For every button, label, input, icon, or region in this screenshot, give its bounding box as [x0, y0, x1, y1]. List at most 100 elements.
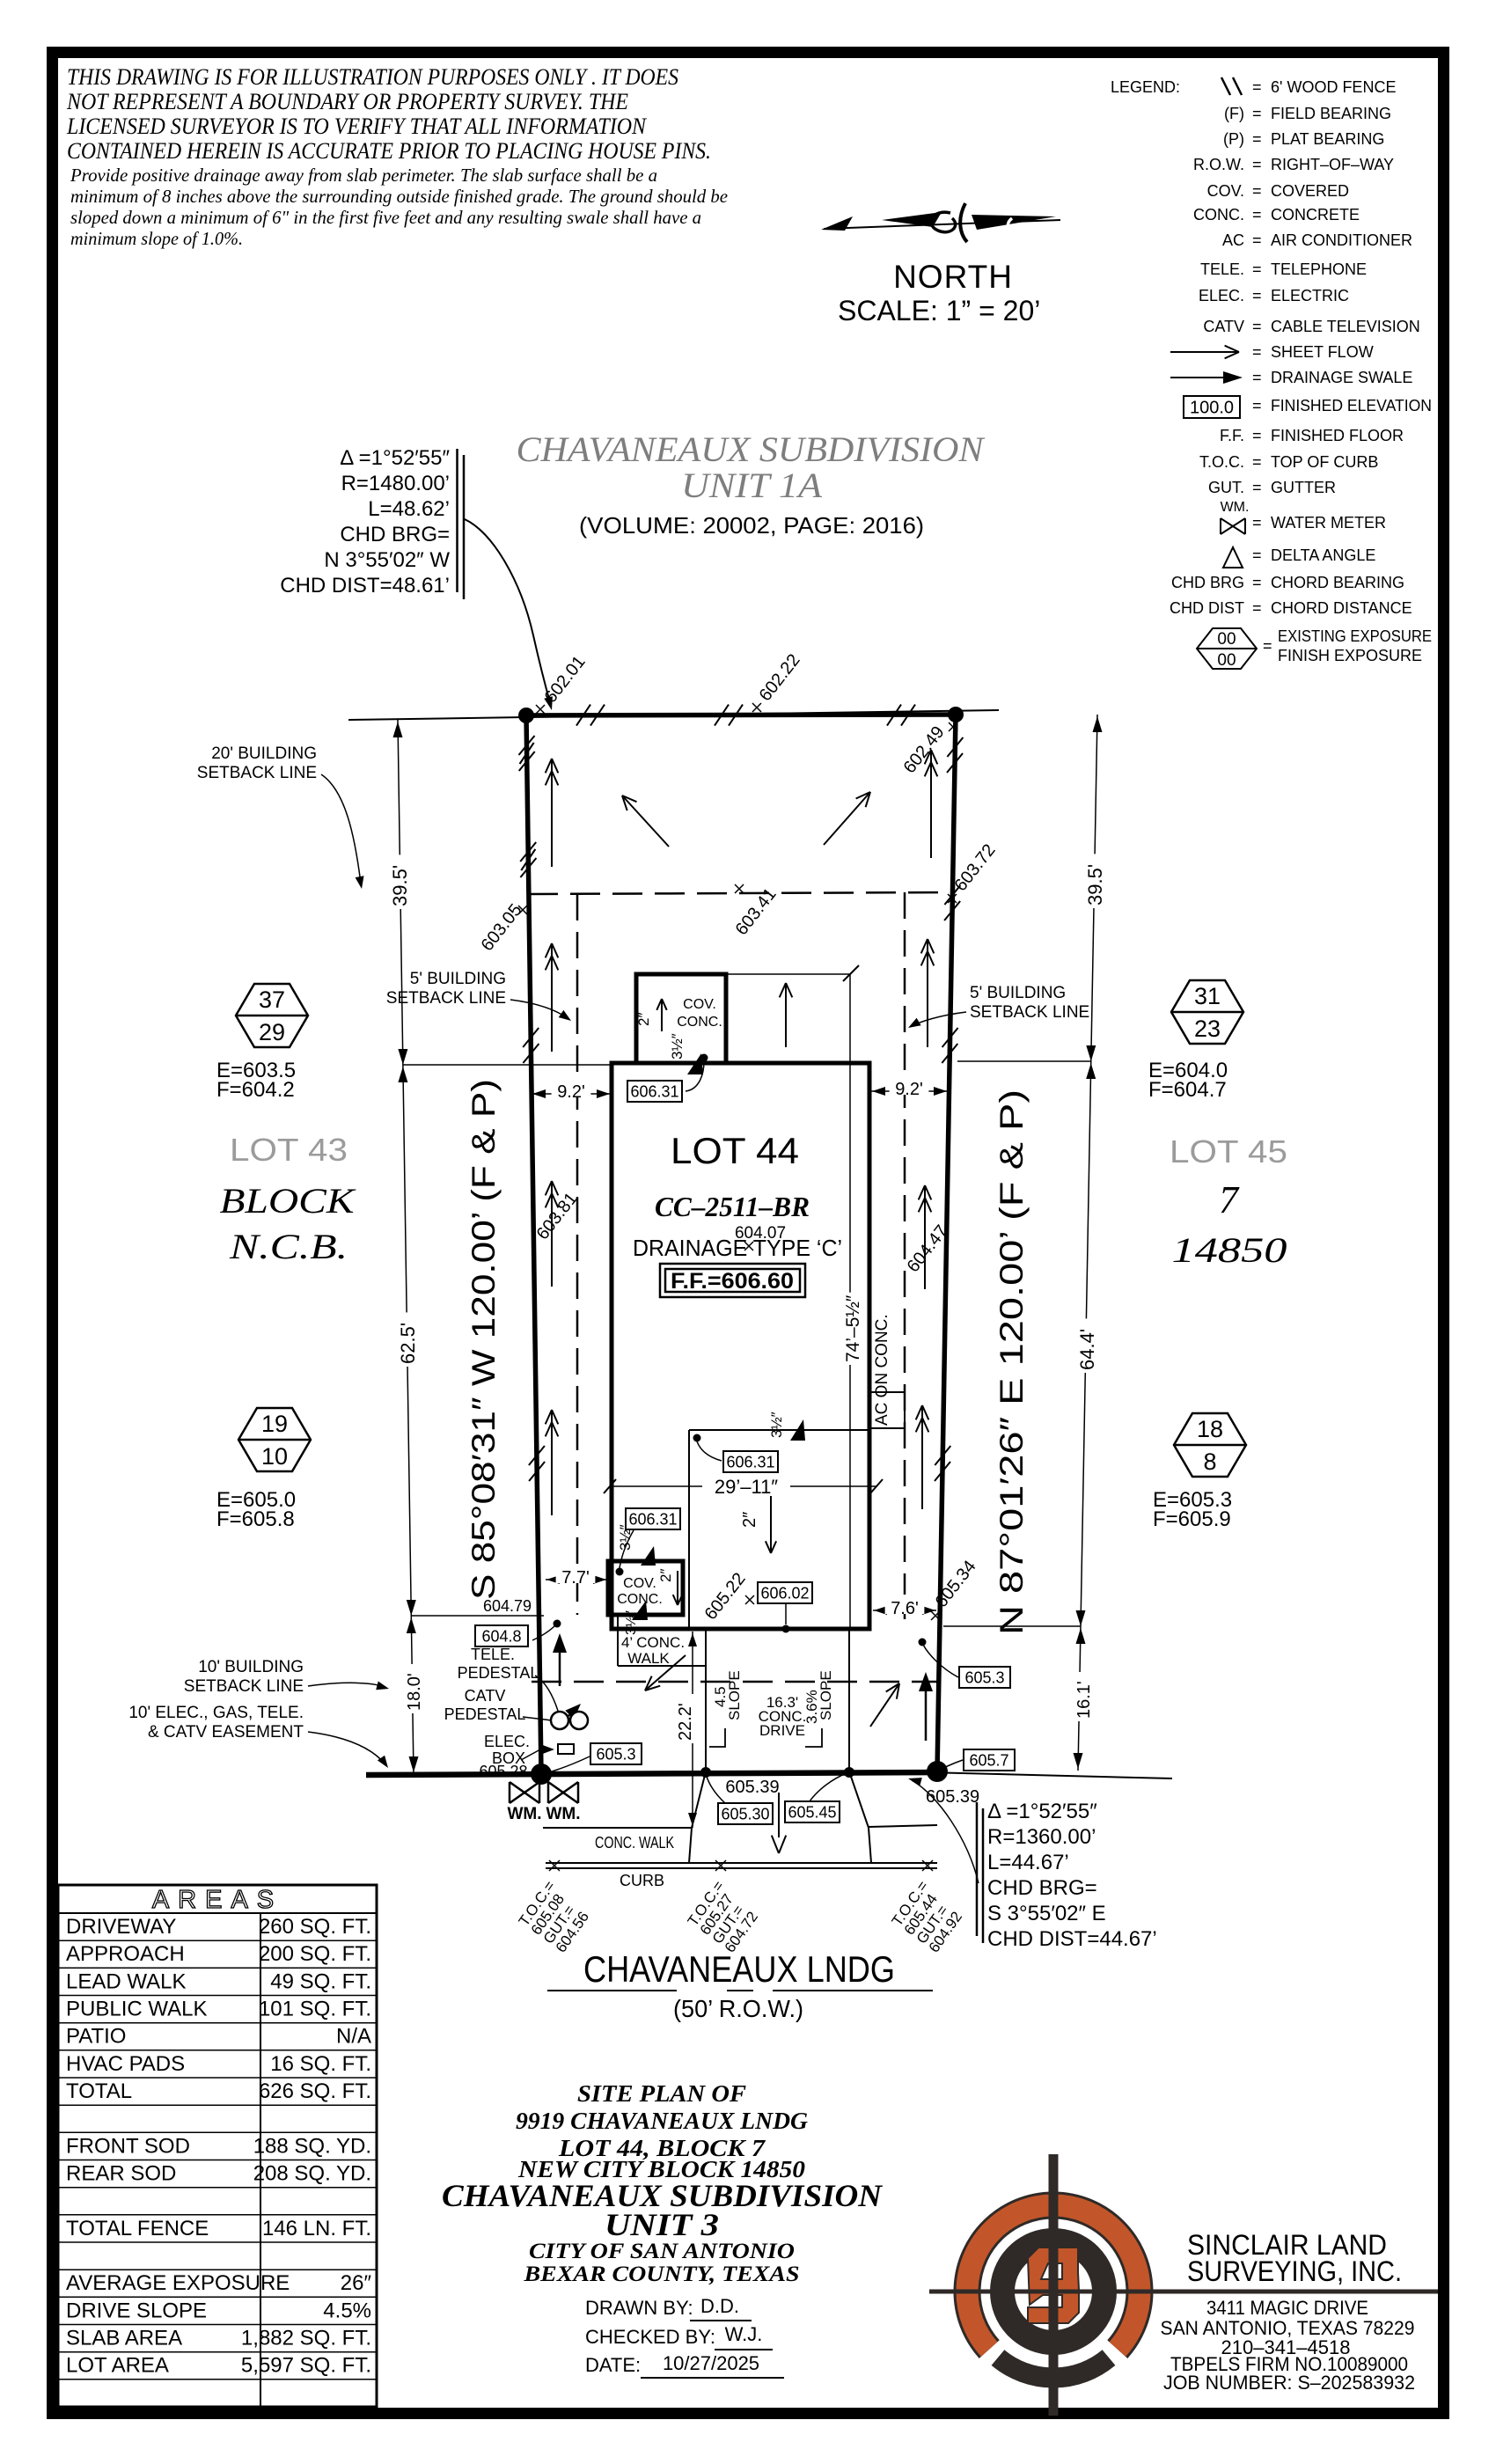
svg-text:101 SQ. FT.: 101 SQ. FT.	[259, 1998, 371, 2021]
svg-text:16 SQ. FT.: 16 SQ. FT.	[270, 2052, 371, 2076]
svg-text:F=604.2: F=604.2	[216, 1078, 295, 1102]
svg-text:2″: 2″	[635, 1013, 652, 1026]
svg-text:200 SQ. FT.: 200 SQ. FT.	[259, 1942, 371, 1966]
svg-text:Δ =1°52′55″: Δ =1°52′55″	[987, 1800, 1097, 1823]
svg-text:HVAC PADS: HVAC PADS	[66, 2052, 185, 2076]
svg-text:BOX: BOX	[492, 1749, 525, 1767]
svg-text:S 3°55′02″ E: S 3°55′02″ E	[987, 1902, 1106, 1925]
svg-text:606.31: 606.31	[628, 1511, 677, 1529]
svg-text:CHD DIST=44.67’: CHD DIST=44.67’	[987, 1927, 1157, 1951]
svg-text:4.5: 4.5	[712, 1686, 729, 1707]
svg-text:=: =	[1252, 599, 1262, 617]
svg-text:4.5%: 4.5%	[323, 2299, 371, 2322]
svg-text:=: =	[1252, 427, 1262, 444]
svg-text:CHAVANEAUX LNDG: CHAVANEAUX LNDG	[583, 1948, 895, 1990]
svg-text:10' BUILDING: 10' BUILDING	[198, 1658, 304, 1676]
svg-text:AREAS: AREAS	[152, 1886, 282, 1914]
svg-text:=: =	[1252, 514, 1262, 532]
svg-text:E=605.0: E=605.0	[216, 1488, 296, 1512]
svg-text:16.3': 16.3'	[766, 1694, 798, 1711]
svg-text:sloped down a minimum of 6" in: sloped down a minimum of 6" in the first…	[70, 207, 701, 228]
svg-text:=: =	[1252, 479, 1262, 496]
svg-text:NOT REPRESENT A BOUNDARY OR PR: NOT REPRESENT A BOUNDARY OR PROPERTY SUR…	[66, 89, 628, 114]
svg-text:606.31: 606.31	[630, 1083, 678, 1101]
svg-text:FINISH EXPOSURE: FINISH EXPOSURE	[1278, 647, 1422, 664]
svg-text:14850: 14850	[1172, 1230, 1287, 1270]
svg-text:9.2': 9.2'	[895, 1080, 923, 1099]
svg-text:3½″: 3½″	[624, 1610, 639, 1635]
svg-text:10: 10	[261, 1443, 288, 1470]
svg-text:DRIVEWAY: DRIVEWAY	[66, 1915, 176, 1939]
svg-text:NEW CITY BLOCK 14850: NEW CITY BLOCK 14850	[517, 2156, 806, 2182]
svg-text:NORTH: NORTH	[893, 259, 1013, 295]
svg-text:CURB: CURB	[620, 1872, 664, 1889]
svg-text:CHORD DISTANCE: CHORD DISTANCE	[1271, 599, 1412, 617]
svg-text:minimum of 8 inches above the: minimum of 8 inches above the surroundin…	[70, 186, 728, 207]
svg-text:WM.: WM.	[507, 1805, 541, 1823]
svg-text:DRIVE SLOPE: DRIVE SLOPE	[66, 2299, 207, 2322]
svg-text:PUBLIC WALK: PUBLIC WALK	[66, 1998, 208, 2021]
svg-text:F=605.9: F=605.9	[1153, 1507, 1231, 1531]
svg-text:CABLE TELEVISION: CABLE TELEVISION	[1271, 318, 1420, 335]
svg-text:605.45: 605.45	[788, 1804, 836, 1822]
svg-text:605.39: 605.39	[926, 1787, 979, 1807]
svg-text:CONC.: CONC.	[759, 1708, 807, 1725]
svg-text:5' BUILDING: 5' BUILDING	[970, 984, 1066, 1002]
svg-text:CONC. WALK: CONC. WALK	[595, 1834, 674, 1852]
svg-text:1,882 SQ. FT.: 1,882 SQ. FT.	[241, 2327, 371, 2350]
svg-text:100.0: 100.0	[1190, 399, 1234, 418]
svg-text:16.1': 16.1'	[1074, 1681, 1094, 1719]
svg-text:CHAVANEAUX SUBDIVISION: CHAVANEAUX SUBDIVISION	[442, 2178, 884, 2213]
svg-text:49 SQ. FT.: 49 SQ. FT.	[270, 1969, 371, 1993]
svg-text:CHAVANEAUX SUBDIVISION: CHAVANEAUX SUBDIVISION	[517, 429, 986, 469]
svg-text:=: =	[1252, 182, 1262, 200]
svg-text:SITE PLAN OF: SITE PLAN OF	[577, 2080, 746, 2107]
svg-text:SHEET FLOW: SHEET FLOW	[1271, 343, 1374, 361]
svg-text:SETBACK LINE: SETBACK LINE	[184, 1677, 304, 1696]
svg-text:PEDESTAL: PEDESTAL	[444, 1705, 526, 1723]
svg-text:23: 23	[1194, 1016, 1221, 1042]
svg-text:SETBACK LINE: SETBACK LINE	[197, 764, 317, 782]
svg-text:SINCLAIR LAND: SINCLAIR LAND	[1187, 2229, 1387, 2261]
svg-text:10/27/2025: 10/27/2025	[663, 2352, 759, 2374]
svg-text:SCALE: 1” = 20’: SCALE: 1” = 20’	[838, 295, 1040, 326]
svg-text:TOP OF CURB: TOP OF CURB	[1271, 453, 1378, 471]
svg-text:CHD BRG: CHD BRG	[1171, 574, 1244, 591]
svg-text:605.3: 605.3	[596, 1746, 635, 1764]
svg-text:CHD DIST=48.61’: CHD DIST=48.61’	[280, 574, 450, 598]
svg-text:CATV: CATV	[465, 1687, 506, 1705]
svg-text:TELEPHONE: TELEPHONE	[1271, 260, 1367, 278]
svg-text:LOT 45: LOT 45	[1170, 1133, 1287, 1170]
svg-text:SETBACK LINE: SETBACK LINE	[386, 989, 506, 1008]
svg-text:19: 19	[261, 1411, 288, 1437]
svg-text:2″: 2″	[740, 1512, 759, 1528]
svg-text:=: =	[1252, 343, 1262, 361]
svg-text:7.7': 7.7'	[561, 1568, 590, 1588]
svg-text:=: =	[1252, 287, 1262, 304]
svg-text:LEAD WALK: LEAD WALK	[66, 1969, 187, 1993]
svg-text:L=44.67’: L=44.67’	[987, 1851, 1069, 1874]
svg-text:& CATV EASEMENT: & CATV EASEMENT	[148, 1723, 304, 1742]
svg-text:N 87°01′26″ E 120.00’ (F & P): N 87°01′26″ E 120.00’ (F & P)	[994, 1089, 1030, 1635]
svg-text:=: =	[1252, 130, 1262, 148]
svg-text:THIS DRAWING IS FOR ILLUSTRATI: THIS DRAWING IS FOR ILLUSTRATION PURPOSE…	[67, 64, 678, 90]
svg-text:=: =	[1252, 546, 1262, 564]
svg-text:7.6': 7.6'	[891, 1599, 919, 1618]
svg-text:WATER METER: WATER METER	[1271, 514, 1386, 532]
svg-text:(P): (P)	[1223, 130, 1244, 148]
svg-text:=: =	[1252, 78, 1262, 96]
svg-text:F.F.=606.60: F.F.=606.60	[671, 1269, 794, 1294]
svg-text:LICENSED SURVEYOR IS TO VERIFY: LICENSED SURVEYOR IS TO VERIFY THAT ALL …	[66, 114, 647, 139]
svg-text:S 85°08′31″ W 120.00’ (F & P): S 85°08′31″ W 120.00’ (F & P)	[466, 1079, 502, 1600]
svg-text:COV.: COV.	[1207, 182, 1244, 200]
svg-text:AC: AC	[1222, 231, 1244, 249]
svg-text:606.31: 606.31	[726, 1454, 774, 1471]
svg-text:9919 CHAVANEAUX LNDG: 9919 CHAVANEAUX LNDG	[516, 2108, 809, 2134]
svg-text:COV.: COV.	[683, 997, 716, 1012]
svg-text:=: =	[1252, 318, 1262, 335]
svg-text:TOTAL: TOTAL	[66, 2079, 132, 2103]
svg-text:REAR SOD: REAR SOD	[66, 2162, 176, 2186]
svg-text:AC ON CONC.: AC ON CONC.	[873, 1314, 891, 1426]
svg-text:5' BUILDING: 5' BUILDING	[410, 970, 506, 988]
svg-text:=: =	[1252, 397, 1262, 414]
